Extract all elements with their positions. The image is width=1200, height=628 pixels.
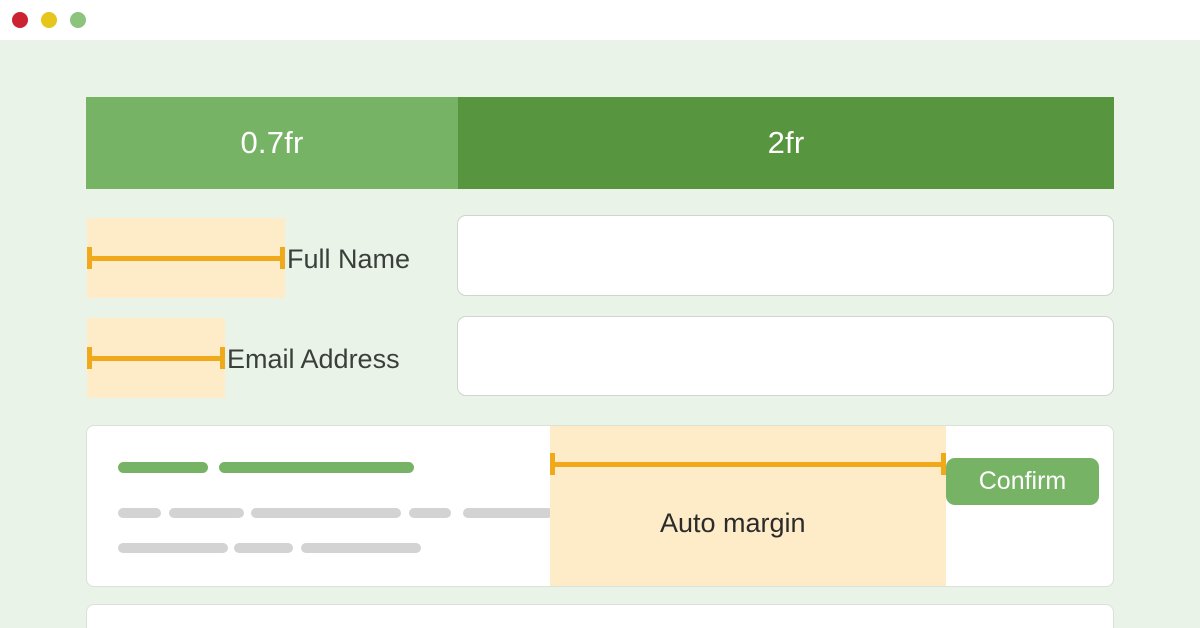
skeleton-bar-accent — [219, 462, 414, 473]
grid-column-2fr[interactable]: 2fr — [458, 97, 1114, 189]
measure-line — [87, 356, 225, 361]
skeleton-bar-muted — [301, 543, 421, 553]
skeleton-bar-muted — [234, 543, 293, 553]
traffic-light-controls — [12, 12, 86, 28]
full-name-input[interactable] — [457, 215, 1114, 296]
measure-line — [550, 462, 946, 467]
skeleton-bar-muted — [251, 508, 401, 518]
confirm-button[interactable]: Confirm — [946, 458, 1099, 505]
content-card: Auto margin Confirm — [86, 425, 1114, 587]
auto-margin-label: Auto margin — [660, 508, 806, 538]
email-address-label: Email Address — [227, 344, 400, 374]
skeleton-bar-muted — [118, 543, 228, 553]
email-address-input[interactable] — [457, 316, 1114, 396]
measure-cap-right-icon — [941, 453, 946, 475]
auto-margin-measure-bar — [550, 453, 946, 475]
page-canvas: 0.7fr 2fr Full Name Email Address — [0, 40, 1200, 628]
grid-column-0-7fr[interactable]: 0.7fr — [86, 97, 458, 189]
grid-column-2fr-label: 2fr — [767, 125, 805, 160]
skeleton-bar-muted — [409, 508, 451, 518]
window-titlebar — [0, 0, 1200, 40]
skeleton-bar-muted — [118, 508, 161, 518]
auto-margin-highlight — [550, 426, 946, 586]
email-address-measure-bar — [87, 347, 225, 369]
measure-cap-right-icon — [280, 247, 285, 269]
skeleton-bar-muted — [463, 508, 553, 518]
grid-column-header: 0.7fr 2fr — [86, 97, 1114, 189]
close-window-button[interactable] — [12, 12, 28, 28]
next-content-card — [86, 604, 1114, 628]
full-name-measure-bar — [87, 247, 285, 269]
measure-cap-right-icon — [220, 347, 225, 369]
minimize-window-button[interactable] — [41, 12, 57, 28]
skeleton-bar-muted — [169, 508, 244, 518]
measure-line — [87, 256, 285, 261]
full-name-label: Full Name — [287, 244, 411, 274]
maximize-window-button[interactable] — [70, 12, 86, 28]
grid-column-0-7fr-label: 0.7fr — [240, 125, 304, 160]
skeleton-bar-accent — [118, 462, 208, 473]
